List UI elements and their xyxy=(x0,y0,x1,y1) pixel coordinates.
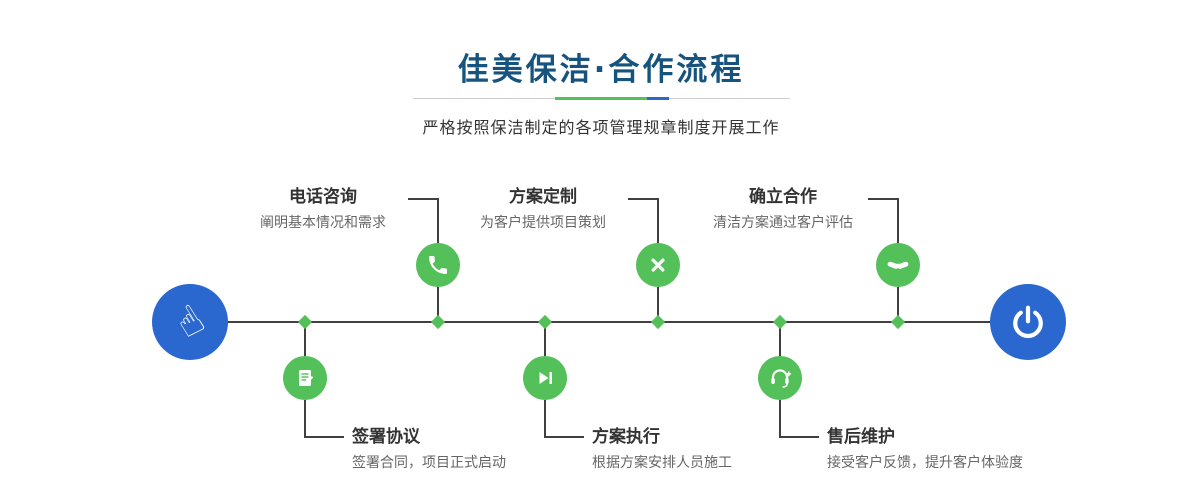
step-title: 售后维护 xyxy=(827,427,895,447)
step-sign-agreement: 签署协议 签署合同，项目正式启动 xyxy=(352,426,672,473)
service-icon xyxy=(767,365,793,391)
connector-line xyxy=(544,327,546,356)
connector-line xyxy=(304,400,306,438)
pointing-hand-icon: ☝ xyxy=(167,296,213,348)
connector-line xyxy=(628,198,659,200)
step-desc: 阐明基本情况和需求 xyxy=(260,215,386,231)
page-subtitle: 严格按照保洁制定的各项管理规章制度开展工作 xyxy=(422,118,780,137)
connector-line xyxy=(779,327,781,356)
step-title: 方案执行 xyxy=(592,427,660,447)
power-icon xyxy=(1010,304,1046,340)
timeline-diamond xyxy=(890,314,906,330)
step-plan-custom: 方案定制 为客户提供项目策划 xyxy=(458,186,628,233)
connector-line xyxy=(897,287,899,319)
connector-line xyxy=(868,198,899,200)
step-phone-consult: 电话咨询 阐明基本情况和需求 xyxy=(238,186,408,233)
step-establish-coop: 确立合作 清洁方案通过客户评估 xyxy=(698,186,868,233)
connector-line xyxy=(657,287,659,319)
step-title: 签署协议 xyxy=(352,427,420,447)
divider-blue-segment xyxy=(647,97,669,100)
connector-line xyxy=(780,436,819,438)
step-desc: 接受客户反馈，提升客户体验度 xyxy=(827,455,1023,471)
play-icon xyxy=(533,366,557,390)
timeline-diamond xyxy=(430,314,446,330)
timeline-diamond xyxy=(772,314,788,330)
design-icon xyxy=(646,253,670,277)
step-circle xyxy=(416,243,460,287)
step-after-sales: 售后维护 接受客户反馈，提升客户体验度 xyxy=(827,426,1147,473)
connector-line xyxy=(657,199,659,243)
step-circle xyxy=(523,356,567,400)
step-title: 方案定制 xyxy=(509,187,577,207)
divider-green-segment xyxy=(555,97,647,100)
connector-line xyxy=(305,436,344,438)
timeline-line xyxy=(220,321,1000,323)
contract-icon xyxy=(293,366,317,390)
phone-icon xyxy=(426,253,450,277)
step-desc: 清洁方案通过客户评估 xyxy=(713,215,853,231)
step-title: 电话咨询 xyxy=(289,187,357,207)
page-title: 佳美保洁·合作流程 xyxy=(457,52,745,88)
connector-line xyxy=(897,199,899,243)
title-divider xyxy=(413,97,790,100)
step-circle xyxy=(758,356,802,400)
connector-line xyxy=(408,198,439,200)
timeline-diamond xyxy=(297,314,313,330)
start-node: ☝ xyxy=(152,284,228,360)
end-node xyxy=(990,284,1066,360)
step-circle xyxy=(636,243,680,287)
connector-line xyxy=(437,287,439,319)
step-plan-execute: 方案执行 根据方案安排人员施工 xyxy=(592,426,912,473)
step-circle xyxy=(283,356,327,400)
step-circle xyxy=(876,243,920,287)
step-desc: 签署合同，项目正式启动 xyxy=(352,455,506,471)
connector-line xyxy=(545,436,584,438)
timeline-diamond xyxy=(650,314,666,330)
handshake-icon xyxy=(885,252,911,278)
step-desc: 为客户提供项目策划 xyxy=(480,215,606,231)
connector-line xyxy=(304,327,306,356)
connector-line xyxy=(437,199,439,243)
timeline-diamond xyxy=(537,314,553,330)
step-title: 确立合作 xyxy=(749,187,817,207)
connector-line xyxy=(779,400,781,438)
step-desc: 根据方案安排人员施工 xyxy=(592,455,732,471)
connector-line xyxy=(544,400,546,438)
